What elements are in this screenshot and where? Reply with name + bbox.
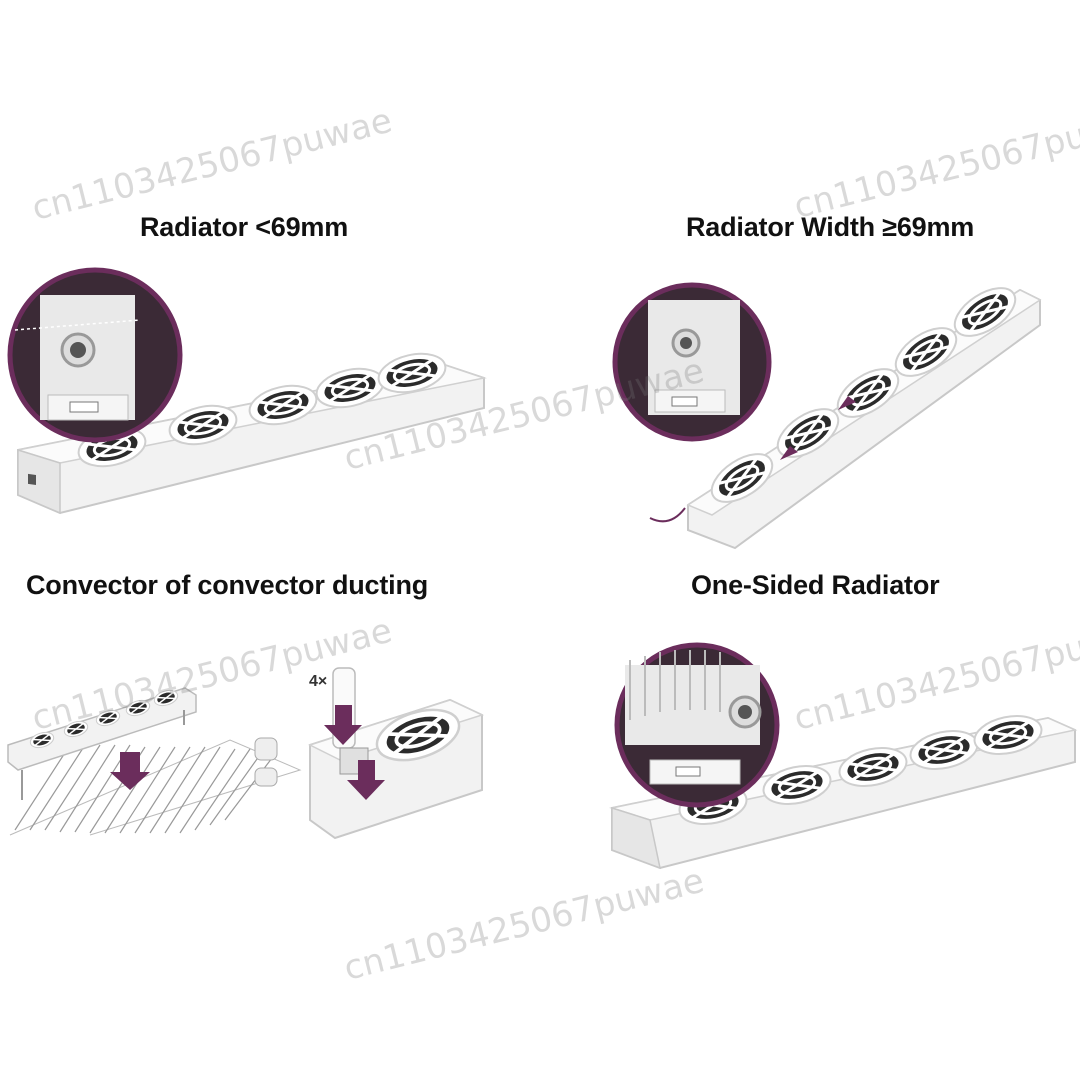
heading-one-sided-radiator: One-Sided Radiator — [691, 570, 940, 600]
heading-narrow-radiator: Radiator <69mm — [140, 212, 349, 242]
convector-radiator — [9, 737, 302, 836]
heading-convector: Convector of convector ducting — [26, 570, 429, 600]
clip-count-label: 4× — [309, 673, 328, 690]
detail-circle-wide — [612, 282, 772, 442]
detail-circle-one-sided — [614, 642, 780, 808]
fan-bar-wide — [649, 276, 1042, 550]
detail-circle-narrow — [7, 267, 183, 443]
fan-bar-narrow — [17, 346, 487, 515]
fan-bar-convector — [7, 687, 197, 800]
clip-detail — [308, 667, 485, 840]
heading-wide-radiator: Radiator Width ≥69mm — [686, 212, 975, 242]
